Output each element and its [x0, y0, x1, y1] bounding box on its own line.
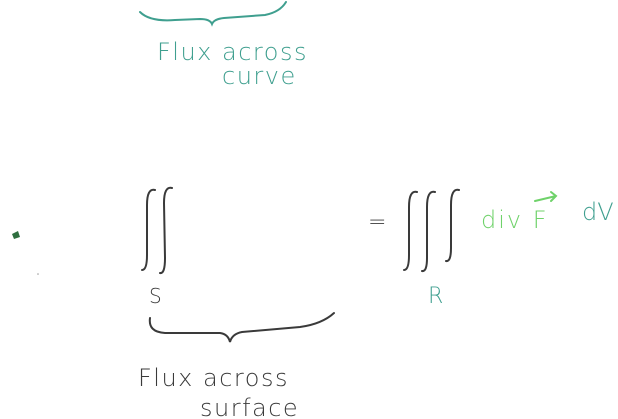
- lhs-subscript-s: S: [149, 284, 162, 308]
- stray-ink-mark: [12, 231, 39, 275]
- top-brace: [139, 1, 287, 27]
- rhs-subscript-r: R: [428, 284, 443, 309]
- equals-sign: =: [368, 210, 386, 235]
- bottom-brace: [148, 312, 335, 343]
- bottom-note-line2: surface: [200, 394, 299, 419]
- top-note-line1: Flux across: [157, 38, 308, 66]
- vector-arrow-icon: [534, 191, 558, 202]
- top-note-line2: curve: [222, 62, 297, 90]
- bottom-note-line1: Flux across: [138, 364, 289, 392]
- differential-dv: dV: [582, 198, 614, 226]
- double-integral-symbol: [141, 186, 173, 275]
- triple-integral-symbol: [403, 188, 460, 273]
- integrand-div-f: div F: [481, 206, 549, 234]
